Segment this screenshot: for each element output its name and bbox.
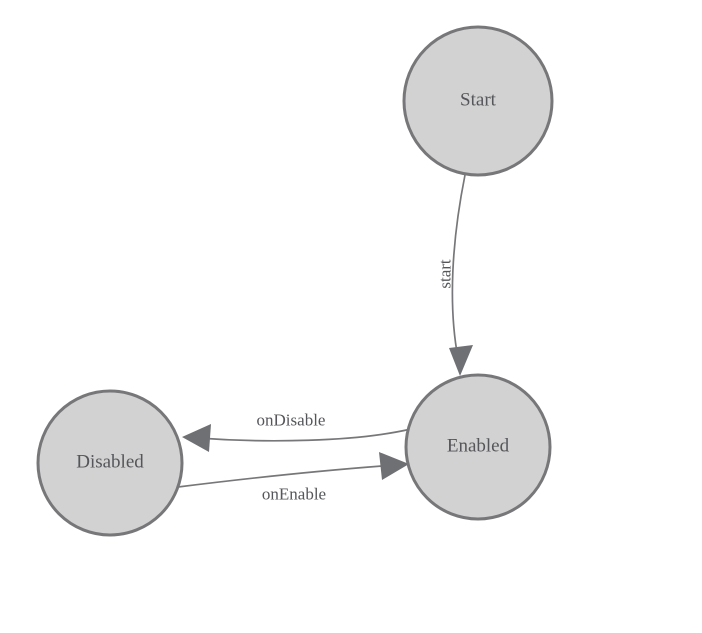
- edge-start-to-enabled-path: [451, 174, 466, 359]
- arrowhead-into-enabled-left: [379, 452, 409, 480]
- state-node-start-circle: [402, 25, 554, 177]
- state-node-enabled[interactable]: Enabled: [404, 373, 552, 521]
- state-node-enabled-label: Enabled: [447, 436, 510, 457]
- state-node-enabled-circle: [404, 373, 552, 521]
- state-node-start-label: Start: [460, 90, 497, 111]
- edge-enabled-to-disabled-path: [197, 428, 412, 442]
- edge-disabled-to-enabled[interactable]: onEnable: [177, 452, 409, 504]
- edge-disabled-to-enabled-path: [177, 465, 383, 488]
- edge-label-onEnable: onEnable: [262, 485, 326, 504]
- arrowhead-into-disabled: [182, 424, 211, 452]
- edge-label-onDisable: onDisable: [257, 411, 326, 430]
- edge-enabled-to-disabled[interactable]: onDisable: [182, 411, 412, 453]
- state-node-start[interactable]: Start: [402, 25, 554, 177]
- state-node-disabled-label: Disabled: [76, 452, 144, 473]
- state-node-disabled-circle: [36, 389, 184, 537]
- edge-start-to-enabled[interactable]: start: [436, 174, 474, 376]
- edge-label-start: start: [436, 259, 455, 289]
- arrowhead-into-enabled-top: [449, 345, 473, 376]
- state-node-disabled[interactable]: Disabled: [36, 389, 184, 537]
